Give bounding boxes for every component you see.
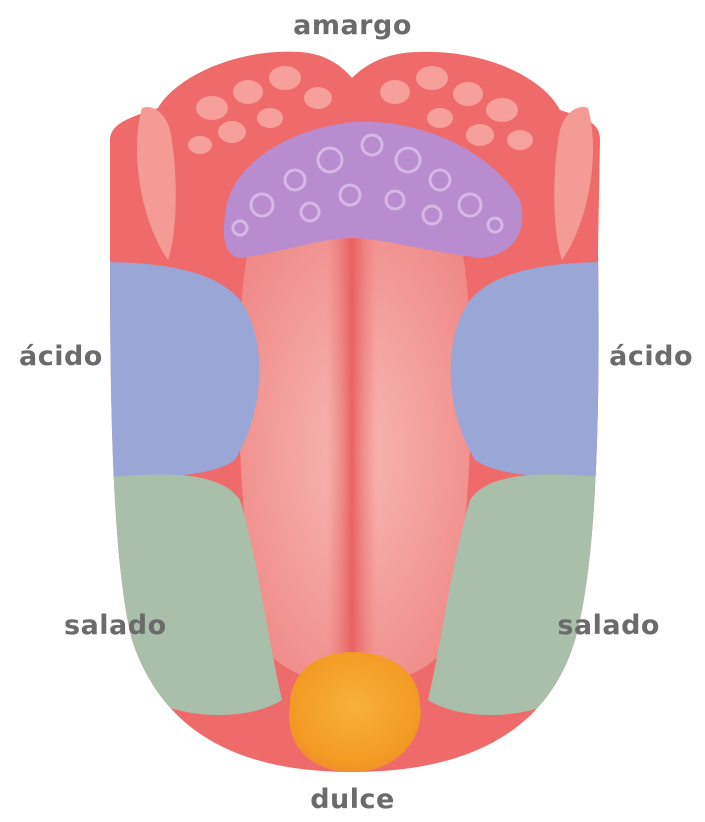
label-amargo: amargo <box>0 12 705 39</box>
label-acido-right: ácido <box>609 343 693 370</box>
dulce-zone <box>289 652 421 772</box>
tongue-midline <box>326 220 378 690</box>
label-acido-left: ácido <box>19 343 103 370</box>
label-salado-right: salado <box>557 612 660 639</box>
label-salado-left: salado <box>64 612 167 639</box>
label-dulce: dulce <box>0 786 705 813</box>
